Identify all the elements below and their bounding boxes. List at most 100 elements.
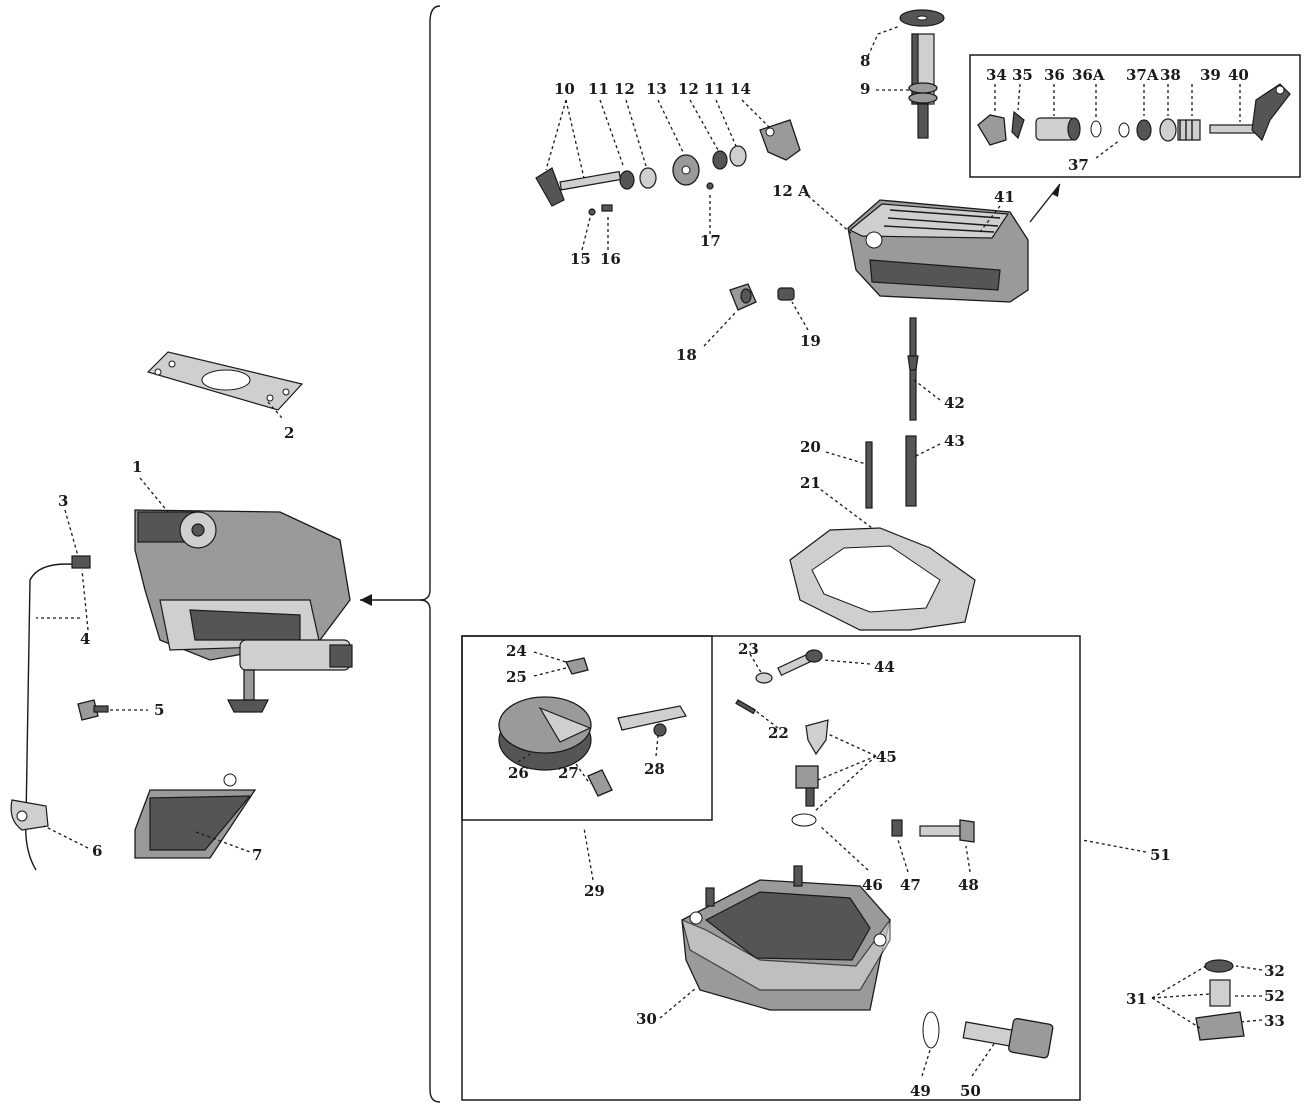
part-2-gasket [146, 351, 304, 411]
inset-box-51 [461, 635, 1081, 1101]
callout-31: 31 [1126, 990, 1147, 1008]
leader-28 [655, 735, 659, 757]
callout-44: 44 [874, 658, 895, 676]
leader-11b [715, 99, 737, 147]
leader-10a [545, 99, 567, 171]
callout-33: 33 [1264, 1012, 1285, 1030]
part-21-gasket [789, 527, 976, 631]
part-27-clip [587, 769, 613, 797]
callout-1: 1 [132, 458, 142, 476]
callout-16: 16 [600, 250, 621, 268]
callout-39: 39 [1200, 66, 1221, 84]
part-30-float-bowl [681, 865, 891, 1011]
part-1-carburetor-assembly [134, 509, 353, 713]
part-4-fuel-line [10, 555, 91, 871]
callout-12b: 12 [678, 80, 699, 98]
callout-9: 9 [860, 80, 870, 98]
part-9-jet-tube [908, 33, 938, 139]
leader-31b [1151, 993, 1211, 999]
leader-12b [689, 99, 719, 151]
part-19-screw [777, 287, 795, 301]
part-7-bracket [134, 773, 257, 859]
part-50-plug [962, 1017, 1054, 1059]
leader-43 [915, 443, 941, 457]
part-49-gasket [922, 1011, 940, 1049]
callout-15: 15 [570, 250, 591, 268]
leader-21 [815, 485, 873, 529]
leader-33 [1239, 1019, 1263, 1023]
leader-20 [825, 451, 867, 465]
leader-50 [971, 1043, 995, 1077]
callout-32: 32 [1264, 962, 1285, 980]
leader-45c [813, 755, 877, 813]
callout-26: 26 [508, 764, 529, 782]
leader-23 [749, 653, 763, 675]
inset-box-29 [461, 635, 713, 821]
callout-34: 34 [986, 66, 1007, 84]
leader-11a [599, 99, 625, 169]
part-8-washer [899, 9, 945, 27]
leader-37 [1095, 139, 1121, 159]
callout-12a: 12 [614, 80, 635, 98]
callout-3: 3 [58, 492, 68, 510]
leader-18 [703, 311, 737, 347]
callout-21: 21 [800, 474, 821, 492]
leader-12A [807, 195, 853, 235]
leader-1 [139, 477, 169, 513]
leader-25 [533, 667, 567, 677]
leader-14 [741, 99, 771, 129]
callout-27: 27 [558, 764, 579, 782]
callout-6: 6 [92, 842, 102, 860]
leader-13 [657, 99, 685, 155]
callout-51: 51 [1150, 846, 1171, 864]
callout-25: 25 [506, 668, 527, 686]
callout-22: 22 [768, 724, 789, 742]
callout-49: 49 [910, 1082, 931, 1100]
leader-49 [921, 1049, 931, 1077]
part-48-screw [919, 819, 975, 843]
part-41-air-horn [847, 199, 1029, 303]
callout-42: 42 [944, 394, 965, 412]
callout-37: 37 [1068, 156, 1089, 174]
inset-box-34-40 [969, 54, 1301, 178]
callout-11a: 11 [588, 80, 609, 98]
leader-10b [565, 99, 585, 179]
leader-47 [897, 839, 909, 873]
callout-7: 7 [252, 846, 262, 864]
callout-36A: 36A [1072, 66, 1105, 84]
callout-52: 52 [1264, 987, 1285, 1005]
part-18-plug [729, 283, 757, 311]
callout-43: 43 [944, 432, 965, 450]
callout-28: 28 [644, 760, 665, 778]
part-52-fitting [1195, 959, 1245, 1041]
leader-42 [913, 379, 941, 401]
leader-45b [817, 755, 877, 781]
leader-24 [533, 651, 567, 663]
callout-23: 23 [738, 640, 759, 658]
part-24-25-needle-seat [565, 657, 589, 675]
part-47-plug [891, 819, 903, 837]
group-bracket [419, 5, 441, 1103]
leader-45a [827, 733, 877, 757]
callout-47: 47 [900, 876, 921, 894]
callout-5: 5 [154, 701, 164, 719]
leader-31a [1151, 965, 1207, 999]
part-23-washer [755, 672, 773, 684]
part-43-tube [905, 435, 917, 507]
leader-8 [867, 25, 901, 57]
part-20-pin [865, 441, 873, 509]
callout-13: 13 [646, 80, 667, 98]
callout-19: 19 [800, 332, 821, 350]
callout-40: 40 [1228, 66, 1249, 84]
part-45-valve [791, 719, 829, 827]
leader-46 [819, 825, 869, 871]
callout-20: 20 [800, 438, 821, 456]
leader-26 [517, 753, 531, 763]
callout-38: 38 [1160, 66, 1181, 84]
callout-12A: 12 A [772, 182, 810, 200]
callout-30: 30 [636, 1010, 657, 1028]
leader-30 [659, 987, 697, 1019]
leader-35 [1017, 83, 1021, 111]
callout-11b: 11 [704, 80, 725, 98]
